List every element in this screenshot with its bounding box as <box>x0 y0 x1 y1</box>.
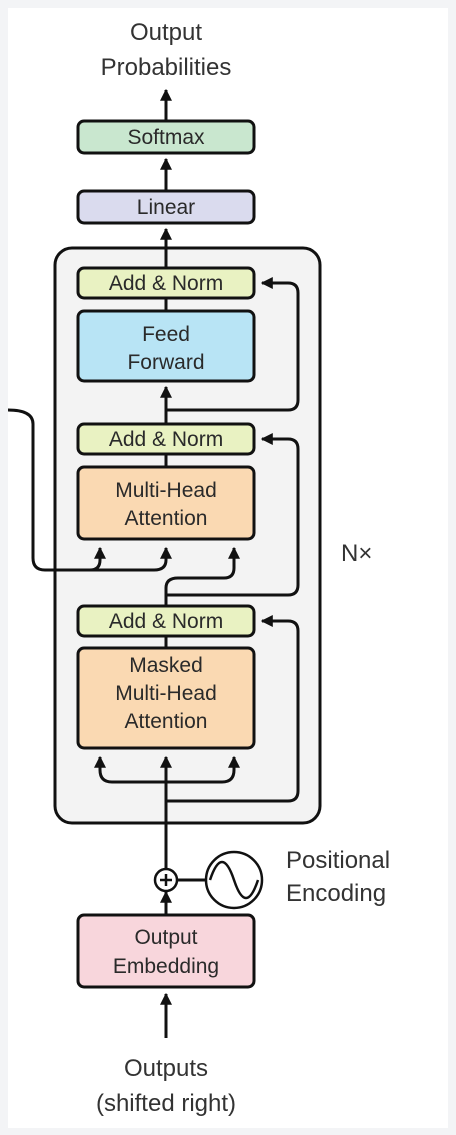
mha-label-2: Attention <box>125 507 208 530</box>
softmax-block <box>76 119 256 155</box>
encoder-input-branch <box>90 546 172 572</box>
positional-encoding-label-2: Encoding <box>286 880 386 907</box>
masked-mha-label-1: Masked <box>129 654 203 677</box>
add-norm-mid-label: Add & Norm <box>109 428 223 451</box>
outputs-label-1: Outputs <box>124 1055 208 1082</box>
nx-label: N× <box>341 540 372 567</box>
output-embedding-label-2: Embedding <box>113 955 219 978</box>
masked-mha-input-right <box>166 755 240 784</box>
query-input-wire <box>164 546 240 606</box>
masked-mha-label-3: Attention <box>125 710 208 733</box>
linear-block <box>76 189 256 225</box>
feed-forward-label-1: Feed <box>142 323 190 346</box>
masked-mha-input-left <box>94 755 166 784</box>
output-embedding-block <box>76 913 256 989</box>
sine-wave <box>208 860 260 900</box>
residual-masked-attention <box>166 615 300 803</box>
outputs-label-2: (shifted right) <box>96 1090 236 1117</box>
softmax-label: Softmax <box>127 126 205 149</box>
encoder-input-wire <box>8 408 106 572</box>
feed-forward-label-2: Forward <box>127 351 204 374</box>
mha-label-1: Multi-Head <box>115 479 217 502</box>
masked-mha-label-2: Multi-Head <box>115 682 217 705</box>
output-probabilities-label-1: Output <box>130 19 202 46</box>
page: Output Probabilities Softmax Linear Add … <box>8 8 448 1128</box>
residual-multi-head-attention <box>166 433 300 597</box>
residual-feed-forward <box>166 277 300 412</box>
output-embedding-label-1: Output <box>134 926 197 949</box>
add-norm-top-label: Add & Norm <box>109 272 223 295</box>
linear-label: Linear <box>137 196 195 219</box>
output-probabilities-label-2: Probabilities <box>101 54 232 81</box>
positional-encoding-label-1: Positional <box>286 847 390 874</box>
transformer-decoder-diagram: Output Probabilities Softmax Linear Add … <box>8 19 390 1117</box>
add-norm-bottom-label: Add & Norm <box>109 610 223 633</box>
